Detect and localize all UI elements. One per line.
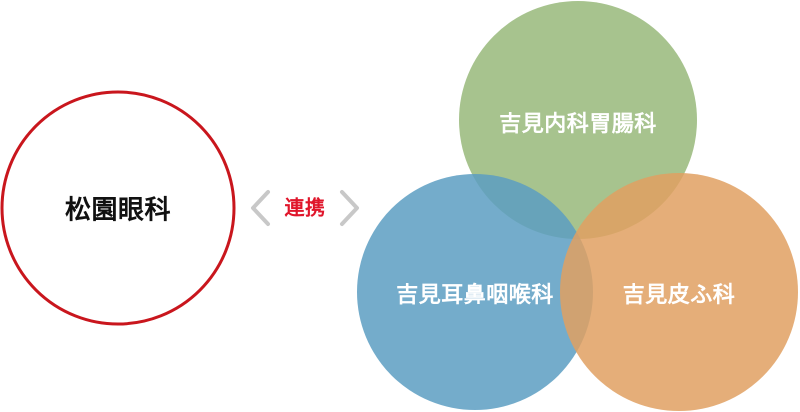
main-clinic-circle: [0, 90, 236, 326]
gastro-clinic-circle: [459, 1, 697, 239]
connector-label: 連携: [284, 195, 326, 220]
chevron-right-icon: [340, 190, 359, 226]
chevron-left-icon: [251, 190, 270, 226]
main-clinic-name: 松園眼科: [64, 195, 172, 226]
ent-clinic-circle: [357, 174, 593, 410]
ent-clinic-name: 吉見耳鼻咽喉科: [396, 282, 554, 308]
derm-clinic-name: 吉見皮ふ科: [622, 282, 736, 308]
gastro-clinic-name: 吉見内科胃腸科: [499, 111, 657, 137]
derm-clinic-circle: [560, 173, 798, 411]
